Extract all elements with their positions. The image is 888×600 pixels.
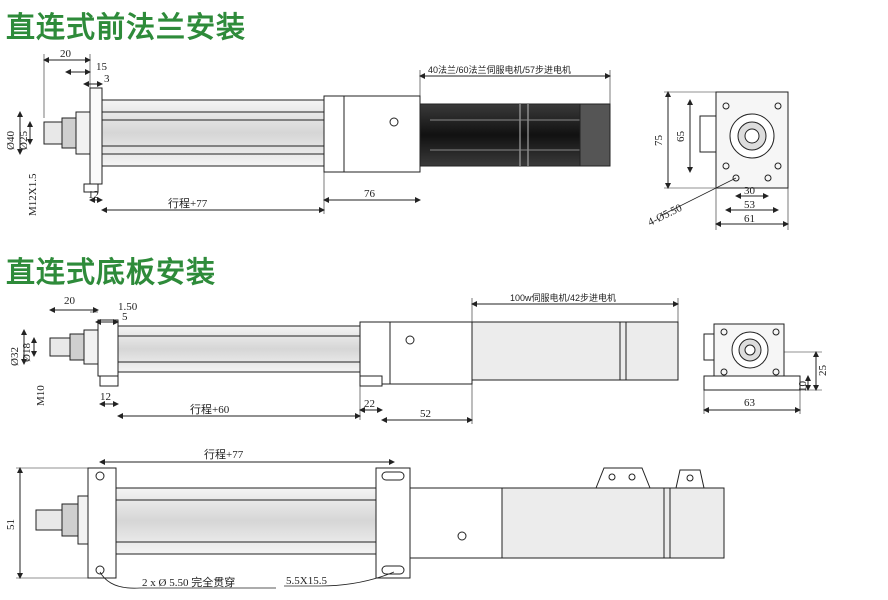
dim2-phi32: Ø32	[9, 347, 21, 366]
motor-coupler-housing-2	[359, 321, 473, 385]
dimension-labels-end-2: 63 25 10	[744, 365, 829, 410]
dim-12: 12	[88, 189, 99, 201]
dim-20: 20	[60, 48, 72, 60]
dim3-holes-note: 2 x Ø 5.50 完全贯穿	[142, 575, 235, 589]
dim2-5: 5	[122, 311, 128, 323]
dim-61: 61	[744, 213, 755, 225]
dim-65: 65	[675, 131, 687, 143]
grease-port-icon-2	[405, 335, 415, 345]
motor-3	[501, 487, 725, 559]
dim-holes: 4-Ø5.50	[646, 202, 684, 229]
actuator-end-view-2	[703, 323, 822, 414]
dim2-63: 63	[744, 397, 756, 409]
dim-stroke: 行程+77	[168, 197, 208, 210]
dim-15: 15	[96, 61, 108, 73]
dim-phi25: Ø25	[18, 131, 30, 150]
actuator-body-2	[117, 325, 361, 373]
motor-note-1: 40法兰/60法兰伺服电机/57步进电机	[428, 64, 571, 75]
actuator-body	[101, 99, 325, 167]
dimension-labels-3: 行程+77 51 2 x Ø 5.50 完全贯穿 5.5X15.5	[5, 448, 327, 589]
dim3-stroke: 行程+77	[204, 448, 244, 461]
dim-thread: M12X1.5	[27, 173, 39, 216]
dim-76: 76	[364, 188, 376, 200]
motor-note-2: 100w伺服电机/42步进电机	[510, 292, 616, 303]
front-flange	[89, 87, 103, 185]
actuator-top-view	[16, 459, 725, 589]
dim-30: 30	[744, 185, 756, 197]
dim2-25: 25	[817, 365, 829, 377]
dim2-12: 12	[100, 391, 111, 403]
dim2-52: 52	[420, 408, 431, 420]
motor-2	[471, 321, 679, 381]
dim2-thread: M10	[35, 385, 47, 406]
base-plate	[703, 375, 801, 391]
dim-phi40: Ø40	[5, 131, 17, 150]
dim-53: 53	[744, 199, 756, 211]
section-title-base-plate: 直连式底板安装	[6, 255, 217, 289]
rod-collar	[75, 111, 91, 155]
rear-foot-plate	[375, 467, 411, 579]
actuator-body-3	[115, 487, 377, 555]
section-title-front-flange: 直连式前法兰安装	[6, 10, 247, 44]
dim2-10: 10	[797, 381, 809, 393]
actuator-side-view-2	[21, 298, 679, 424]
dim3-51: 51	[5, 519, 17, 530]
dim-3: 3	[104, 73, 110, 85]
dim2-20: 20	[64, 295, 76, 307]
front-foot-plate	[87, 467, 117, 579]
motor-coupler-housing	[323, 95, 421, 173]
front-block	[97, 319, 119, 377]
dimension-labels-1: 20 15 3 Ø40 Ø25 M12X1.5 12 行程+77 76 40法兰…	[5, 48, 571, 216]
rod-nut	[61, 117, 77, 149]
dim2-phi18: Ø18	[21, 343, 33, 362]
mount-hole-icon	[722, 102, 730, 110]
dim2-150: 1.50	[118, 301, 138, 313]
dimension-labels-2: 20 1.50 5 Ø32 Ø18 M10 12 行程+60 22 52 100…	[9, 292, 616, 420]
dim3-slot-note: 5.5X15.5	[286, 575, 327, 587]
dim2-22: 22	[364, 398, 375, 410]
actuator-end-view-1	[659, 91, 789, 230]
dim2-stroke: 行程+60	[190, 403, 230, 416]
grease-port-icon	[389, 117, 399, 127]
dim-75: 75	[653, 135, 665, 147]
rod-thread	[43, 121, 63, 145]
actuator-side-view-1	[17, 54, 611, 214]
